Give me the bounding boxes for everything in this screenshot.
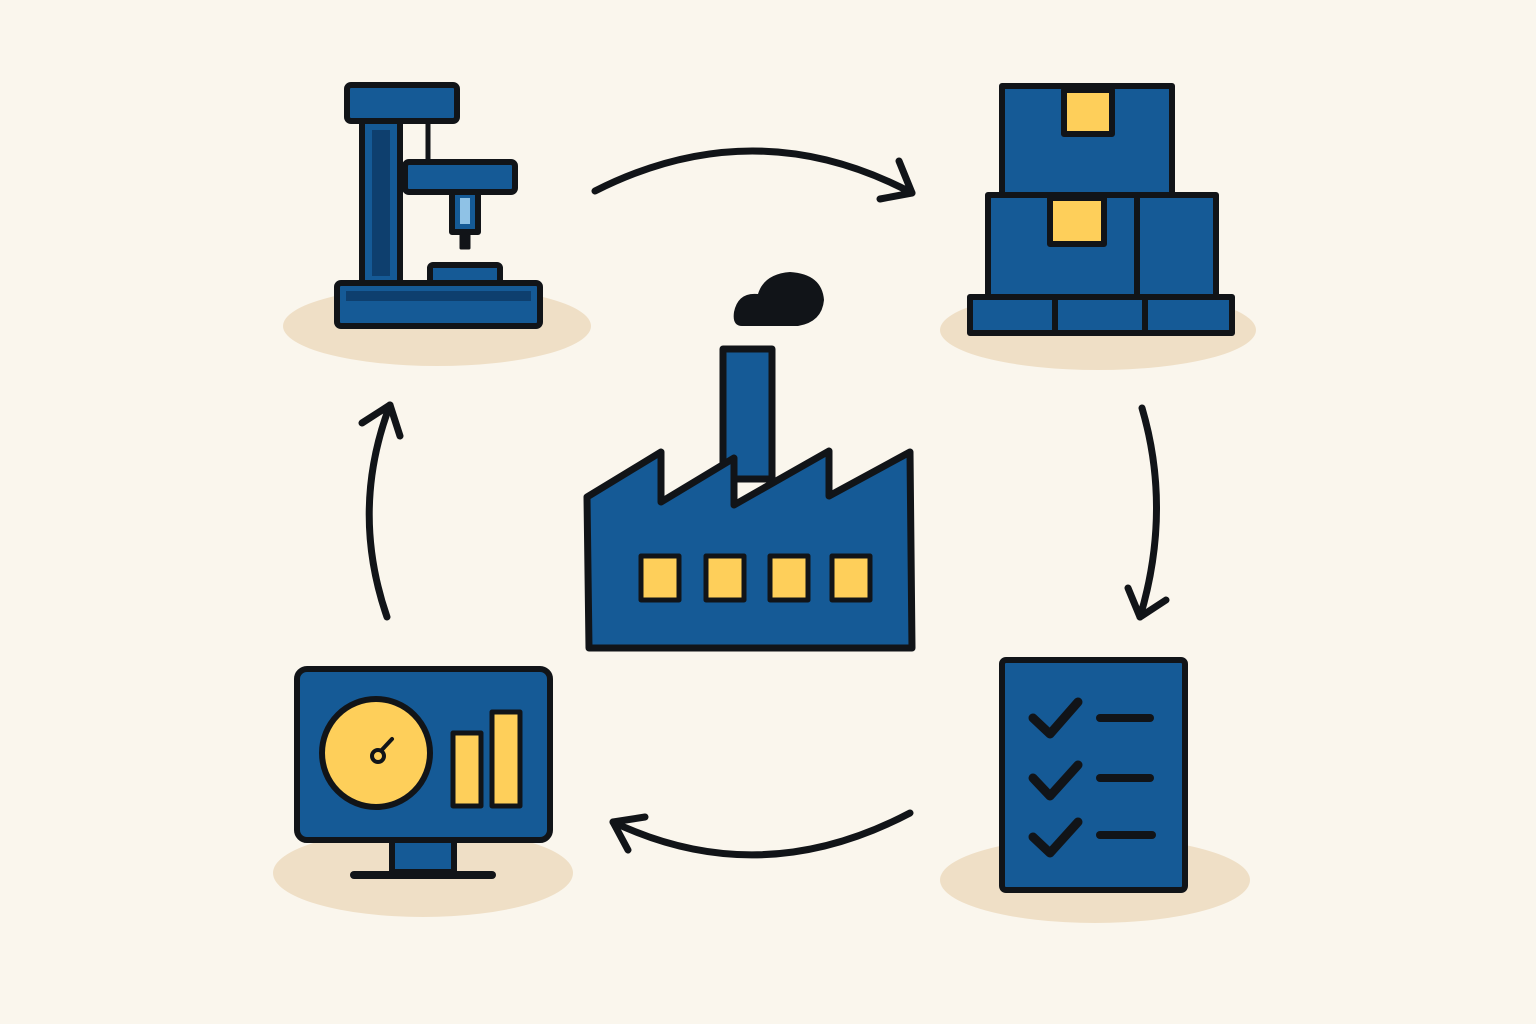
arrow-quality-check-to-monitoring xyxy=(609,809,914,859)
smoke-cloud xyxy=(733,272,824,326)
arrow-machining-to-inventory xyxy=(591,147,916,203)
stacked-boxes-pallet-icon xyxy=(967,83,1235,336)
checklist-row-1 xyxy=(1028,697,1154,739)
factory-icon xyxy=(583,272,916,652)
checklist-row-2 xyxy=(1028,760,1154,801)
bar-tall-icon xyxy=(489,709,523,809)
arrow-inventory-to-quality-check xyxy=(1124,404,1170,621)
cycle-arrows xyxy=(358,147,1170,859)
arrow-monitoring-to-machining xyxy=(358,401,404,621)
monitor-gauge-icon xyxy=(294,666,553,879)
checklist-icon xyxy=(999,657,1188,893)
gauge-needle-icon xyxy=(370,737,394,764)
checklist-row-3 xyxy=(1028,817,1156,858)
bar-short-icon xyxy=(450,730,484,809)
drill-press-icon xyxy=(334,82,543,329)
